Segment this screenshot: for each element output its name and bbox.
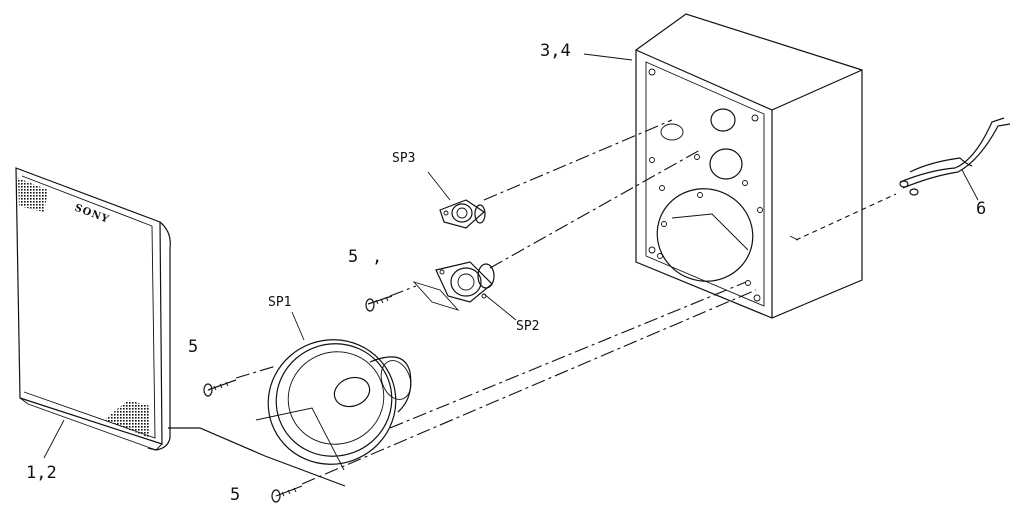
screw-woofer-top <box>203 379 237 397</box>
screw-woofer-bottom <box>271 485 303 503</box>
label-screw-midrange: 5 <box>348 247 358 267</box>
label-comma: , <box>372 247 382 267</box>
grille-perforation-bottom <box>104 400 150 438</box>
label-tweeter: SP3 <box>392 151 415 166</box>
speaker-cabinet <box>635 13 863 319</box>
woofer-sp1 <box>255 339 412 471</box>
label-woofer: SP1 <box>268 295 291 310</box>
label-cabinet: 3,4 <box>540 41 571 61</box>
tweeter-sp3 <box>439 199 486 229</box>
brand-logo: SONY <box>73 203 111 226</box>
label-screw-woofer-bottom: 5 <box>230 485 240 505</box>
grille-perforation-top <box>18 178 48 212</box>
midrange-sp2 <box>412 261 495 311</box>
label-grille: 1,2 <box>26 463 57 483</box>
speaker-cord <box>899 117 1011 196</box>
label-midrange: SP2 <box>516 319 539 334</box>
screw-midrange <box>365 295 393 312</box>
front-grille: SONY <box>15 167 346 487</box>
label-screw-woofer-top: 5 <box>188 337 198 357</box>
leader-lines <box>43 53 979 459</box>
label-cord: 6 <box>976 199 986 219</box>
assembly-lines <box>235 119 897 485</box>
